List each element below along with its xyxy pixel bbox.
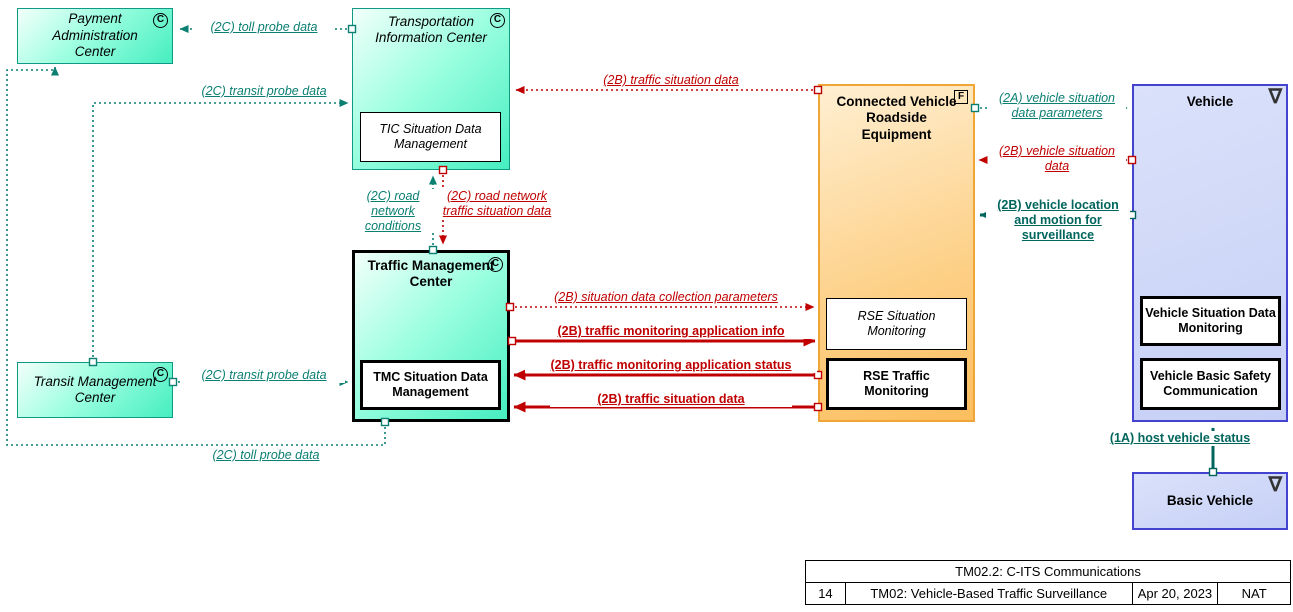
subbox-rse-traffic-monitoring[interactable]: RSE Traffic Monitoring xyxy=(826,358,967,410)
subbox-label: Vehicle Basic Safety Communication xyxy=(1150,369,1271,398)
subbox-label: TMC Situation Data Management xyxy=(373,370,488,399)
node-title: Payment Administration Center xyxy=(52,11,138,60)
flow-label-traffic-situation-data-bottom[interactable]: (2B) traffic situation data xyxy=(550,392,792,407)
title-block-number: 14 xyxy=(806,583,846,604)
flow-label-toll-probe-bottom[interactable]: (2C) toll probe data xyxy=(185,448,347,463)
center-icon: C xyxy=(153,13,168,28)
flow-label-vehicle-situation-data-parameters[interactable]: (2A) vehicle situation data parameters xyxy=(988,91,1126,121)
flow-label-traffic-situation-data-top[interactable]: (2B) traffic situation data xyxy=(555,73,787,88)
center-icon: C xyxy=(490,13,505,28)
node-title: Traffic Management Center xyxy=(367,258,495,290)
flow-label-situation-data-collection-parameters[interactable]: (2B) situation data collection parameter… xyxy=(530,290,802,305)
subbox-label: TIC Situation Data Management xyxy=(379,122,482,151)
node-title: Connected Vehicle Roadside Equipment xyxy=(836,94,957,142)
flow-label-road-network-traffic-situation-data[interactable]: (2C) road network traffic situation data xyxy=(440,189,554,219)
subbox-label: RSE Situation Monitoring xyxy=(857,309,936,338)
node-title: Transit Management Center xyxy=(33,373,157,405)
flow-label-traffic-monitoring-application-status[interactable]: (2B) traffic monitoring application stat… xyxy=(525,358,817,373)
flow-label-transit-probe-tmc[interactable]: (2C) transit probe data xyxy=(183,368,345,383)
flow-line-transit-probe-tic xyxy=(92,99,349,362)
node-title: Transportation Information Center xyxy=(375,14,487,46)
field-icon: F xyxy=(954,90,968,104)
title-block-org: NAT xyxy=(1241,586,1267,601)
title-block-service-package: TM02: Vehicle-Based Traffic Surveillance xyxy=(846,583,1133,604)
flow-label-toll-probe-top[interactable]: (2C) toll probe data xyxy=(193,20,335,35)
flow-label-traffic-monitoring-application-info[interactable]: (2B) traffic monitoring application info xyxy=(530,324,812,339)
vehicle-icon: ∇ xyxy=(1268,86,1282,108)
vehicle-icon: ∇ xyxy=(1268,474,1282,496)
flow-label-vehicle-location-motion[interactable]: (2B) vehicle location and motion for sur… xyxy=(986,198,1130,243)
flow-label-road-network-conditions[interactable]: (2C) road network conditions xyxy=(352,189,434,234)
flow-label-vehicle-situation-data[interactable]: (2B) vehicle situation data xyxy=(988,144,1126,174)
subbox-vehicle-situation-data-monitoring[interactable]: Vehicle Situation Data Monitoring xyxy=(1140,296,1281,346)
flow-label-transit-probe-tic[interactable]: (2C) transit probe data xyxy=(178,84,350,99)
subbox-label: RSE Traffic Monitoring xyxy=(863,369,930,398)
subbox-tmc-situation-data-management[interactable]: TMC Situation Data Management xyxy=(360,360,501,410)
title-block: TM02.2: C-ITS Communications 14 TM02: Ve… xyxy=(805,560,1291,605)
node-title: Vehicle xyxy=(1186,94,1234,109)
subbox-label: Vehicle Situation Data Monitoring xyxy=(1145,306,1276,335)
subbox-tic-situation-data-management[interactable]: TIC Situation Data Management xyxy=(360,112,501,162)
node-transit-management-center[interactable]: C Transit Management Center xyxy=(17,362,173,418)
subbox-vehicle-basic-safety-communication[interactable]: Vehicle Basic Safety Communication xyxy=(1140,358,1281,410)
title-block-row: 14 TM02: Vehicle-Based Traffic Surveilla… xyxy=(806,583,1290,604)
center-icon: C xyxy=(153,367,168,382)
node-title: Basic Vehicle xyxy=(1166,492,1254,508)
flow-label-host-vehicle-status[interactable]: (1A) host vehicle status xyxy=(1098,431,1262,446)
subbox-rse-situation-monitoring[interactable]: RSE Situation Monitoring xyxy=(826,298,967,350)
node-basic-vehicle[interactable]: ∇ Basic Vehicle xyxy=(1132,472,1288,530)
title-block-diagram-name: TM02.2: C-ITS Communications xyxy=(806,561,1290,583)
node-payment-administration-center[interactable]: C Payment Administration Center xyxy=(17,8,173,64)
center-icon: C xyxy=(488,257,503,272)
title-block-date: Apr 20, 2023 xyxy=(1133,583,1219,604)
